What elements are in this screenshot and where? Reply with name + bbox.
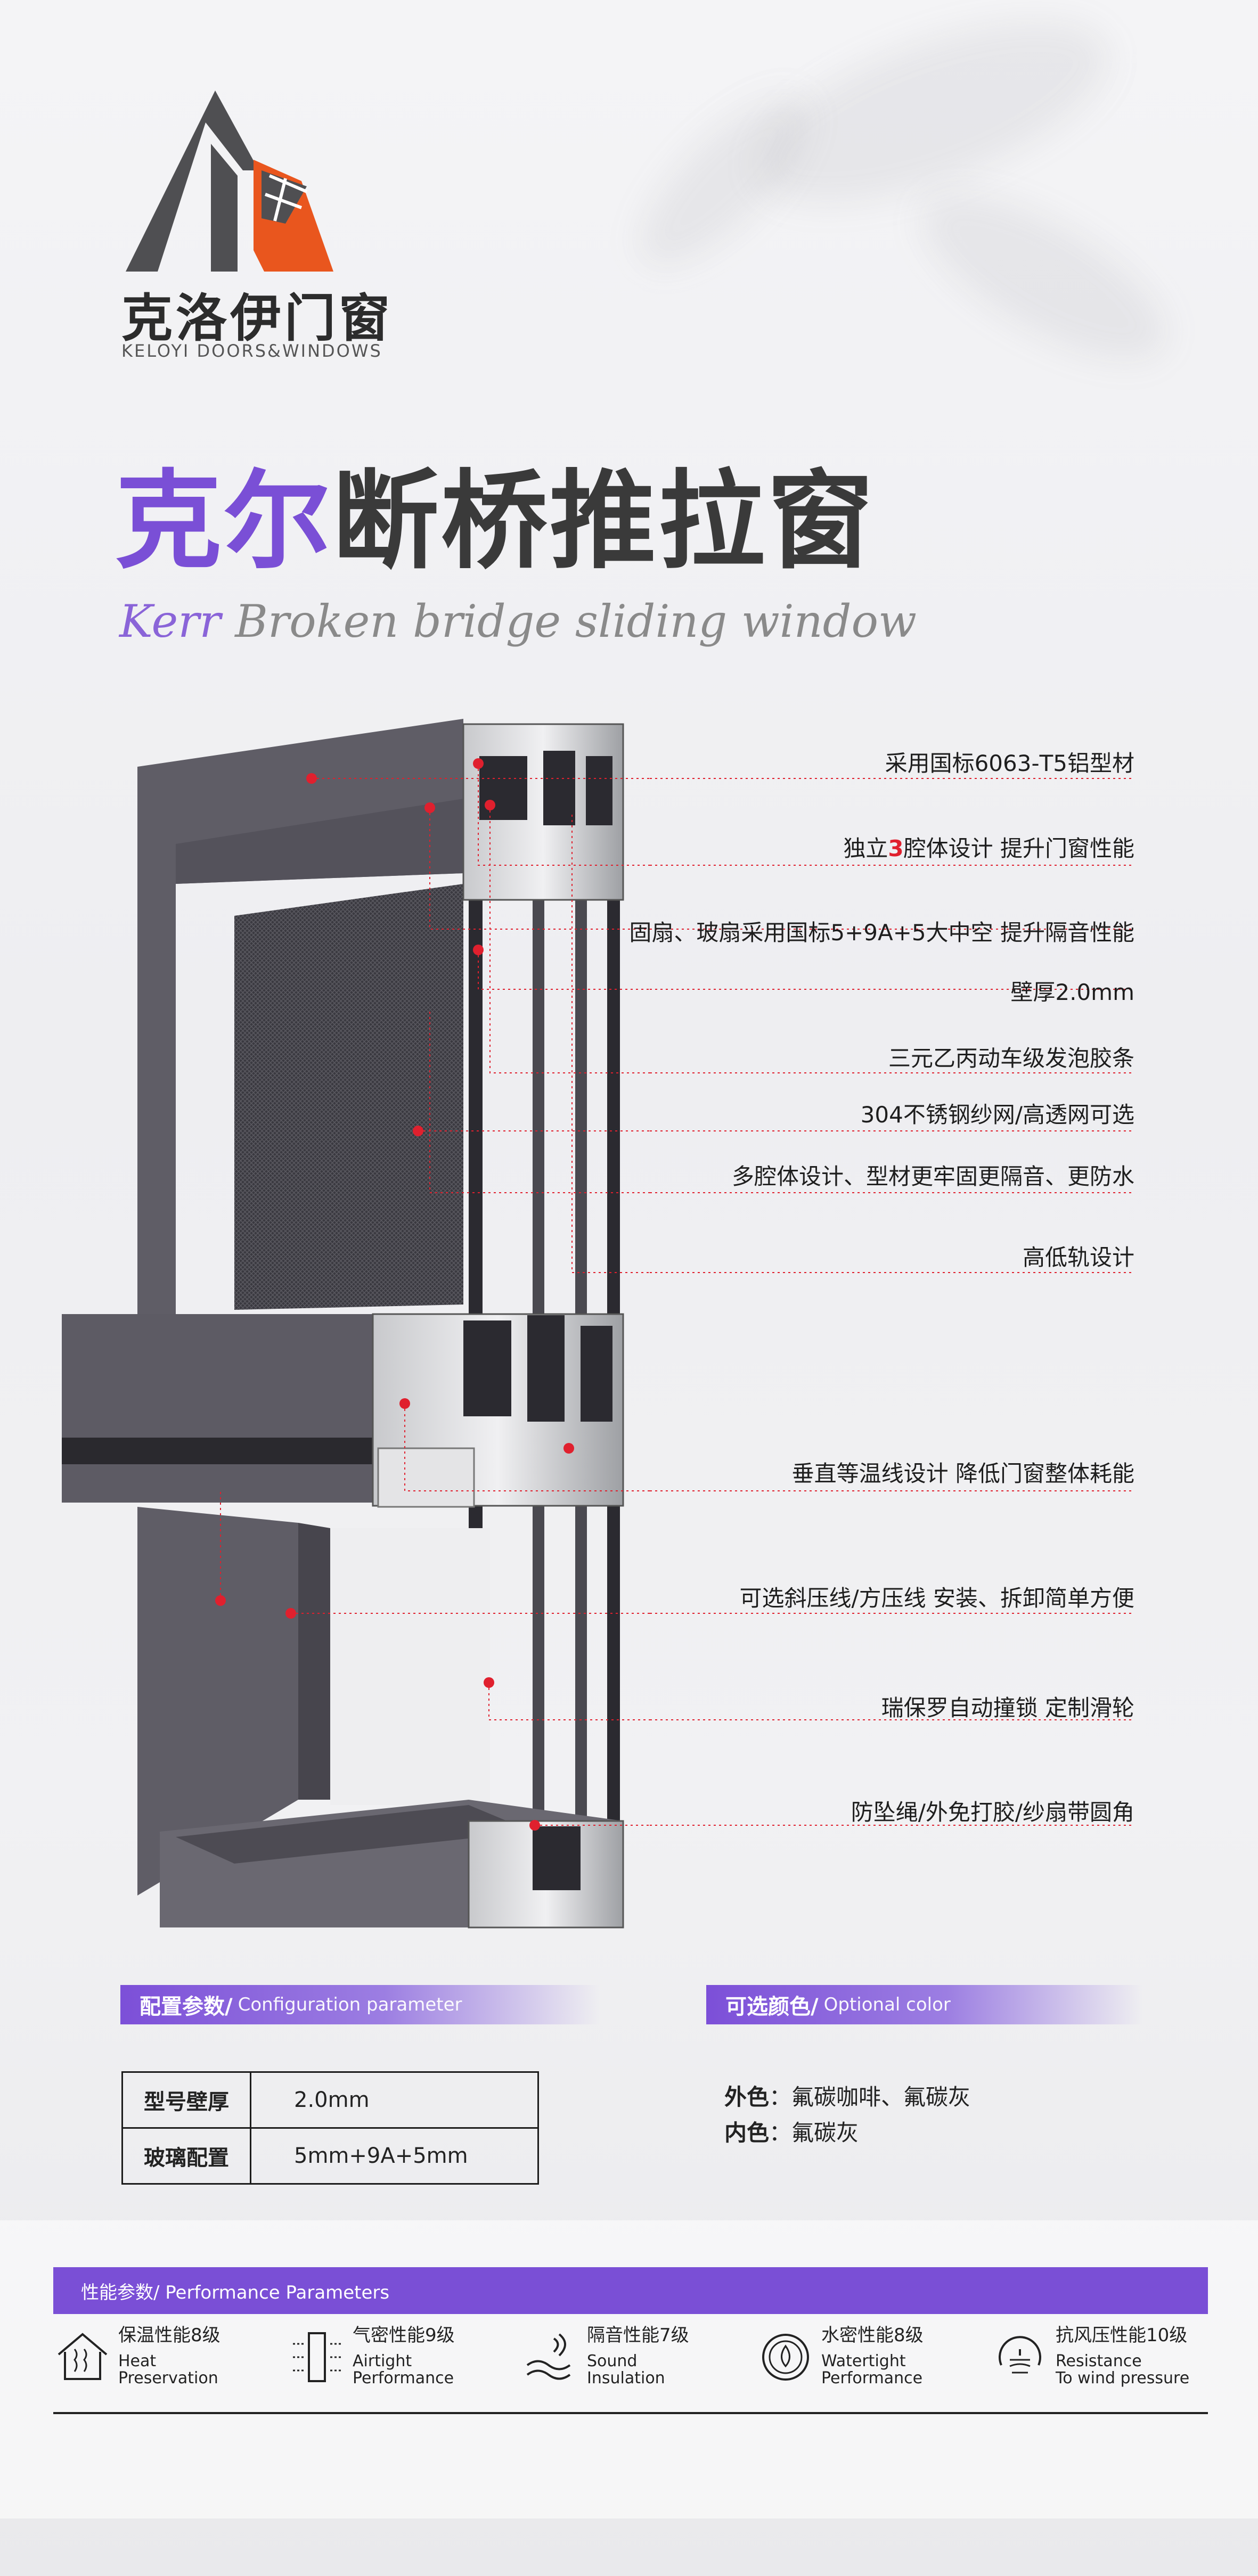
perf-item-water: 水密性能8级 Watertight Performance — [756, 2320, 969, 2406]
perf-item-wind: 抗风压性能10级 Resistance To wind pressure — [991, 2320, 1214, 2406]
outer-color-value: ：氟碳咖啡、氟碳灰 — [769, 2084, 971, 2110]
page-title: 克尔断桥推拉窗 — [115, 469, 876, 575]
divider — [53, 2412, 1208, 2414]
perf-en-2: Preservation — [118, 2369, 218, 2388]
perf-item-heat: 保温性能8级 Heat Preservation — [53, 2320, 266, 2406]
feature-label: 壁厚2.0mm — [1010, 979, 1134, 1005]
feature-post: 腔体设计 提升门窗性能 — [903, 835, 1134, 862]
subtitle-accent: Kerr — [119, 595, 221, 647]
feature-highlight: 3 — [888, 835, 904, 862]
house-heat-icon — [58, 2333, 108, 2380]
config-table: 型号壁厚 2.0mm 玻璃配置 5mm+9A+5mm — [121, 2071, 539, 2185]
color-heading-bar: 可选颜色/ Optional color — [706, 1985, 1143, 2024]
perf-item-airtight: 气密性能9级 Airtight Performance — [288, 2320, 501, 2406]
config-heading-en: Configuration parameter — [238, 1994, 462, 2015]
inner-color: 内色：氟碳灰 — [724, 2115, 859, 2147]
perf-en-2: Performance — [353, 2369, 454, 2388]
inner-color-label: 内色 — [724, 2120, 770, 2146]
feature-label: 固扇、玻扇采用国标5+9A+5大中空 提升隔音性能 — [629, 920, 1134, 946]
config-heading-bar: 配置参数/ Configuration parameter — [120, 1985, 600, 2024]
feature-label: 瑞保罗自动撞锁 定制滑轮 — [881, 1695, 1134, 1721]
perf-zh: 保温性能8级 — [118, 2325, 220, 2346]
feature-label: 可选斜压线/方压线 安装、拆卸简单方便 — [739, 1585, 1134, 1611]
perf-en-1: Sound — [587, 2352, 638, 2370]
callout-leaders — [650, 778, 1134, 1826]
config-value: 5mm+9A+5mm — [250, 2127, 539, 2185]
outer-color-label: 外色 — [724, 2084, 770, 2110]
config-key: 玻璃配置 — [121, 2127, 251, 2185]
config-value: 2.0mm — [250, 2071, 539, 2129]
title-rest: 断桥推拉窗 — [332, 460, 876, 584]
feature-label: 高低轨设计 — [1022, 1244, 1134, 1270]
bg-shadow — [897, 161, 1191, 392]
feature-label: 采用国标6063-T5铝型材 — [885, 750, 1134, 776]
perf-en-1: Watertight — [821, 2352, 906, 2370]
perf-en-2: Performance — [821, 2369, 923, 2388]
feature-label: 防坠绳/外免打胶/纱扇带圆角 — [851, 1799, 1134, 1825]
feature-label: 304不锈钢纱网/高透网可选 — [860, 1102, 1134, 1128]
performance-heading: 性能参数/ Performance Parameters — [81, 2282, 390, 2303]
brand-logo-icon — [126, 91, 333, 272]
feature-pre: 独立 — [843, 835, 888, 862]
perf-item-sound: 隔音性能7级 Sound Insulation — [522, 2320, 735, 2406]
config-key: 型号壁厚 — [121, 2071, 251, 2129]
perf-en-1: Resistance — [1056, 2352, 1142, 2370]
page-subtitle: Kerr Broken bridge sliding window — [119, 595, 917, 647]
subtitle-rest: Broken bridge sliding window — [220, 595, 917, 647]
title-accent: 克尔 — [115, 460, 333, 584]
brand-name: 克洛伊门窗 — [121, 289, 393, 348]
perf-en-2: To wind pressure — [1056, 2369, 1190, 2388]
perf-zh: 气密性能9级 — [353, 2325, 455, 2346]
inner-color-value: ：氟碳灰 — [769, 2120, 859, 2146]
window-profile-illustration — [62, 719, 650, 1929]
table-row: 玻璃配置 5mm+9A+5mm — [121, 2127, 539, 2185]
perf-en-2: Insulation — [587, 2369, 665, 2388]
color-heading-en: Optional color — [823, 1994, 951, 2015]
brand-name-en: KELOYI DOORS&WINDOWS — [121, 341, 382, 361]
feature-label: 三元乙丙动车级发泡胶条 — [888, 1045, 1134, 1071]
color-heading-zh: 可选颜色/ — [725, 1995, 819, 2019]
outer-color: 外色：氟碳咖啡、氟碳灰 — [724, 2079, 970, 2112]
perf-en-1: Heat — [118, 2352, 157, 2370]
water-drop-icon — [762, 2334, 809, 2381]
perf-zh: 抗风压性能10级 — [1056, 2325, 1188, 2346]
feature-label: 独立3腔体设计 提升门窗性能 — [843, 831, 1134, 863]
sound-wave-icon — [526, 2333, 571, 2380]
airtight-icon — [293, 2332, 341, 2382]
performance-heading-bar: 性能参数/ Performance Parameters — [53, 2267, 1208, 2314]
feature-label: 多腔体设计、型材更牢固更隔音、更防水 — [731, 1163, 1134, 1189]
table-row: 型号壁厚 2.0mm — [121, 2071, 539, 2129]
config-heading-zh: 配置参数/ — [140, 1995, 233, 2019]
feature-label: 垂直等温线设计 降低门窗整体耗能 — [791, 1461, 1134, 1487]
perf-zh: 水密性能8级 — [821, 2325, 924, 2346]
perf-en-1: Airtight — [353, 2352, 412, 2370]
perf-zh: 隔音性能7级 — [587, 2325, 689, 2346]
wind-pressure-icon — [999, 2336, 1041, 2374]
